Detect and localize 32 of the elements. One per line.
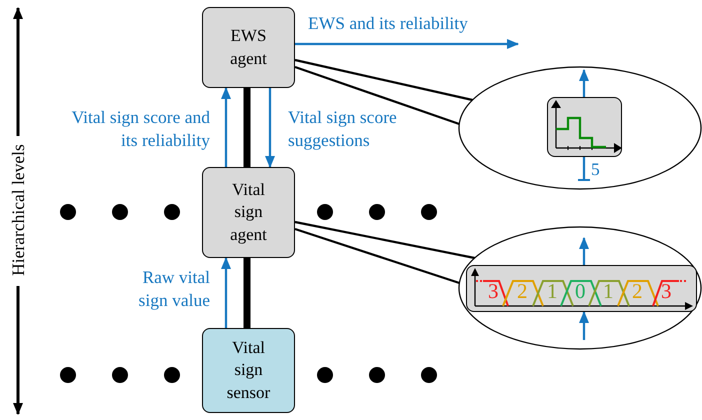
arrow [265,88,275,168]
callout-bubble [458,226,702,350]
callout-tail [294,220,476,284]
arrow [221,87,231,167]
agent-box [202,7,295,88]
scale-value: 2 [632,281,642,302]
edge-label: Vital sign score and its reliability [70,106,210,152]
node-label: Vital sign agent [229,179,268,246]
edge-label: Raw vital sign value [138,266,210,312]
arrow [579,237,589,265]
arrow [221,257,231,328]
scale-value: 2 [517,281,528,302]
sensor-box [202,328,295,413]
callout-bubble [458,66,702,190]
node-label: EWS agent [229,25,268,70]
axis-label: Hierarchical levels [8,143,28,278]
scale-value: 0 [575,281,586,302]
arrow [295,39,519,49]
arrow [579,311,589,340]
edge-label: 5 [591,158,600,181]
edge-label: Vital sign score suggestions [288,106,398,152]
arrow [579,69,589,97]
scale-value: 3 [661,281,672,302]
scale-value: 3 [488,281,498,302]
callout-tail [294,58,474,126]
agent-box [202,167,295,258]
link-bar [244,258,250,328]
scale-value: 1 [603,281,614,302]
scale-value: 1 [547,281,558,302]
link-bar [244,88,250,167]
node-label: Vital sign sensor [226,337,272,404]
edge-label: EWS and its reliability [308,12,468,35]
